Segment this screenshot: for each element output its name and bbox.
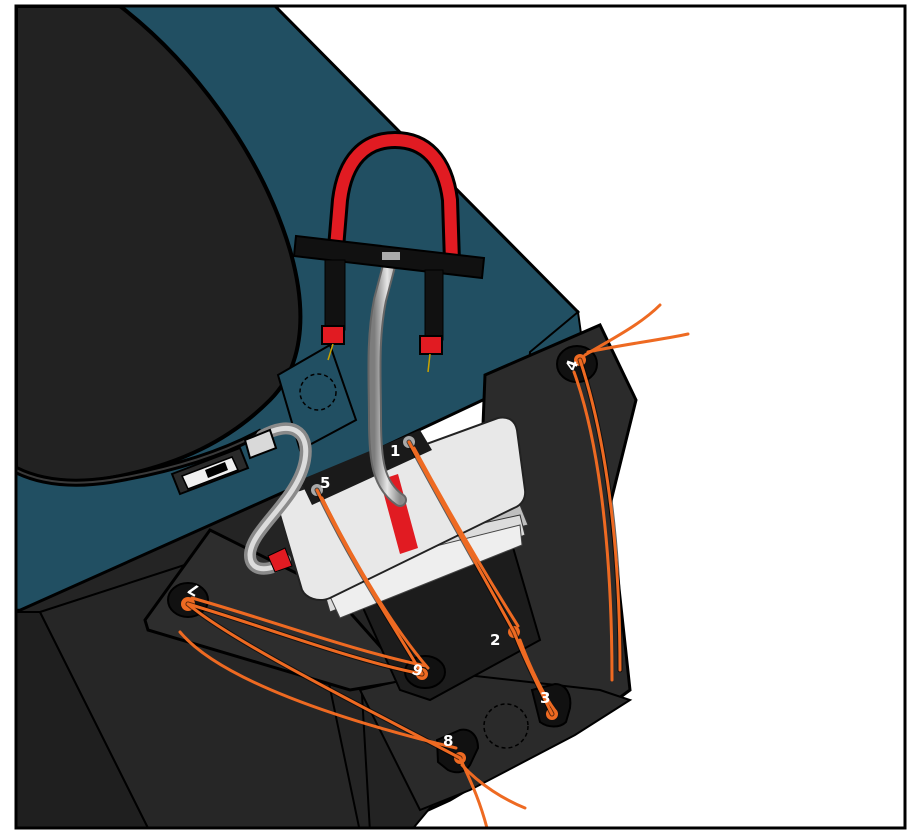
hole-label-8: 8: [443, 732, 453, 750]
hole-label-2: 2: [490, 631, 500, 649]
hole-label-3: 3: [540, 689, 550, 707]
hole-label-1: 1: [390, 442, 400, 460]
hole-label-5: 5: [320, 474, 330, 492]
